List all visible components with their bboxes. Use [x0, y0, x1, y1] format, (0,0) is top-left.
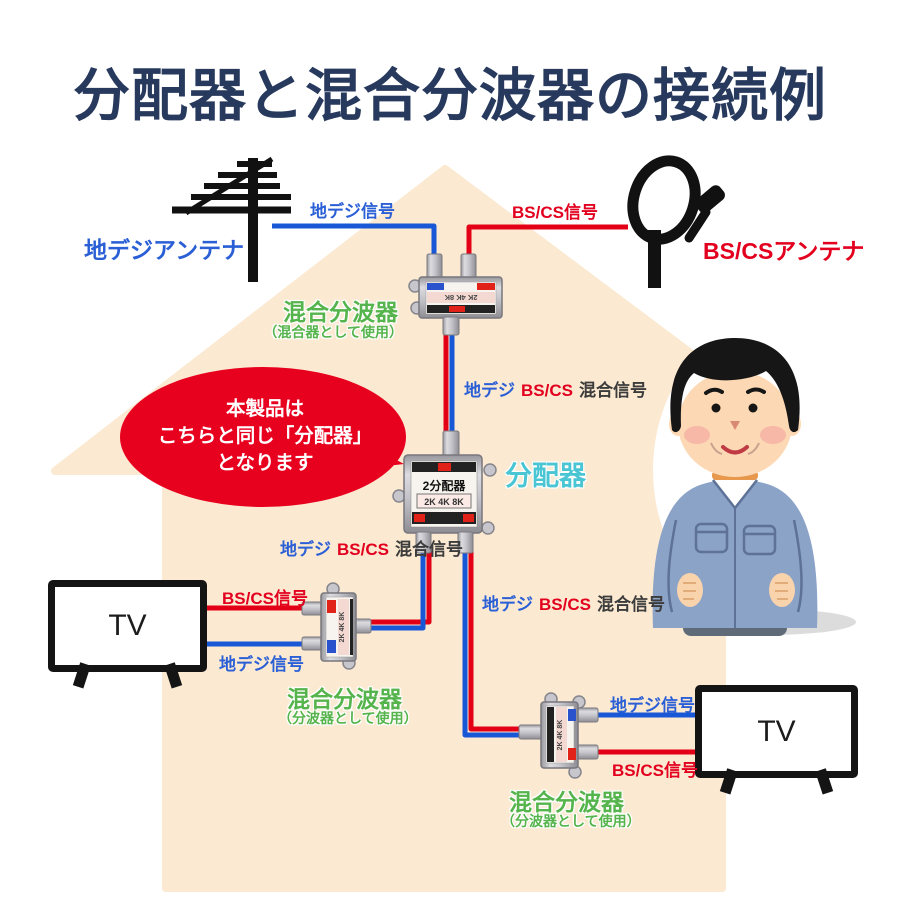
satellite-dish-icon [627, 155, 725, 288]
tv-right-label: TV [757, 714, 796, 748]
speech-bubble [120, 367, 406, 507]
mixed-signal-satellite-part: BS/CS [539, 595, 591, 614]
mixed-signal-label-3: 地デジ BS/CS 混合信号 [482, 590, 665, 615]
cable-terrestrial-in [272, 223, 437, 262]
tv-right: TV [695, 685, 858, 778]
page-title: 分配器と混合分波器の接続例 [73, 64, 827, 128]
mixed-signal-terrestrial-part: 地デジ [482, 595, 533, 614]
tv2-satellite-signal-label: BS/CS信号 [612, 761, 698, 780]
mixer-usage-label: （混合器として使用） [263, 324, 403, 340]
svg-text:2K 4K 8K: 2K 4K 8K [557, 720, 564, 751]
tv2-terrestrial-signal-label: 地デジ信号 [610, 696, 695, 715]
mixed-signal-text-part: 混合信号 [394, 540, 463, 559]
separator-left-name-label: 混合分波器 [287, 686, 402, 712]
separator-right-device: 2K 4K 8K [518, 692, 599, 779]
mixed-signal-label-2: 地デジ BS/CS 混合信号 [280, 535, 463, 560]
tv-left-label: TV [108, 609, 147, 642]
svg-text:2分配器: 2分配器 [423, 478, 467, 493]
svg-text:2K 4K 8K: 2K 4K 8K [444, 293, 478, 302]
mixed-signal-terrestrial-part: 地デジ [280, 540, 331, 559]
mixer-device: 2K 4K 8K [408, 253, 503, 336]
terrestrial-signal-label-top: 地デジ信号 [310, 202, 395, 221]
splitter-device: 2分配器 2K 4K 8K [392, 430, 497, 554]
cable-mixed-left-red [360, 550, 432, 625]
cable-mixed-left-blue [360, 550, 426, 631]
bubble-line-2: こちらと同じ「分配器」 [157, 425, 373, 447]
tv1-terrestrial-signal-label: 地デジ信号 [219, 655, 304, 674]
terrestrial-antenna-icon [172, 156, 291, 282]
mixed-signal-text-part: 混合信号 [578, 381, 647, 400]
speech-bubble-text: 本製品は こちらと同じ「分配器」 となります [122, 396, 408, 477]
bubble-line-1: 本製品は [225, 398, 304, 420]
satellite-signal-label-top: BS/CS信号 [512, 203, 598, 222]
separator-left-device: 2K 4K 8K [301, 582, 372, 670]
mixed-signal-text-part: 混合信号 [596, 595, 665, 614]
mixed-signal-satellite-part: BS/CS [337, 540, 389, 559]
tv1-satellite-signal-label: BS/CS信号 [222, 589, 308, 608]
svg-text:2K 4K 8K: 2K 4K 8K [339, 612, 346, 643]
bubble-line-3: となります [216, 452, 314, 474]
cable-mixed-right-red [468, 550, 522, 732]
tv-left: TV [48, 580, 207, 672]
mixed-signal-terrestrial-part: 地デジ [464, 381, 515, 400]
svg-text:2K 4K 8K: 2K 4K 8K [424, 497, 464, 507]
separator-right-usage-label: （分波器として使用） [501, 813, 641, 829]
mixed-signal-label-1: 地デジ BS/CS 混合信号 [464, 376, 647, 401]
cable-mixed-right-blue [462, 550, 522, 738]
cable-satellite-in [466, 224, 628, 262]
mixer-name-label: 混合分波器 [283, 299, 398, 325]
terrestrial-antenna-label: 地デジアンテナ [84, 237, 245, 263]
separator-right-name-label: 混合分波器 [509, 789, 624, 815]
separator-left-usage-label: （分波器として使用） [278, 710, 418, 726]
mixed-signal-satellite-part: BS/CS [521, 381, 573, 400]
worker-illustration [652, 320, 897, 636]
satellite-antenna-label: BS/CSアンテナ [703, 238, 865, 264]
splitter-name-label: 分配器 [505, 461, 586, 491]
